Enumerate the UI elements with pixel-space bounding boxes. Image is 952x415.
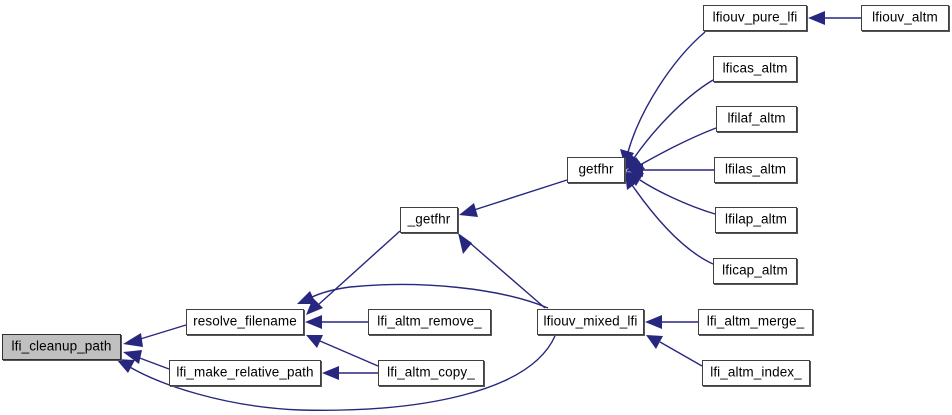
edge-_getfhr-to-resolve_filename [306, 230, 401, 315]
graph-node-lficap_altm[interactable]: lficap_altm [713, 258, 797, 284]
edge-lfi_make_relative_path-to-lfi_cleanup_path [123, 350, 170, 370]
graph-node-label: lfilas_altm [724, 161, 787, 177]
graph-node-lfi_altm_remove_[interactable]: lfi_altm_remove_ [368, 309, 491, 335]
graph-node-label: lfi_altm_index_ [710, 364, 802, 380]
graph-node-lfi_altm_merge_[interactable]: lfi_altm_merge_ [698, 309, 813, 335]
edge-lfi_altm_merge_-to-lfiouv_mixed_lfi [645, 315, 698, 329]
graph-node-label: lfilap_altm [725, 211, 787, 227]
graph-node-lfilaf_altm[interactable]: lfilaf_altm [716, 106, 797, 132]
graph-node-label: lfiouv_altm [872, 9, 938, 25]
edge-resolve_filename-to-lfi_cleanup_path [123, 324, 187, 347]
graph-node-label: lfi_altm_remove_ [377, 313, 482, 329]
graph-node-getfhr[interactable]: getfhr [567, 157, 625, 183]
graph-node-label: lfi_altm_copy_ [387, 364, 475, 380]
edge-lfiouv_altm-to-lfiouv_pure_lfi [808, 11, 861, 25]
graph-node-lfiouv_mixed_lfi[interactable]: lfiouv_mixed_lfi [537, 309, 644, 335]
graph-node-label: lficas_altm [722, 60, 788, 76]
graph-node-resolve_filename[interactable]: resolve_filename [186, 309, 304, 335]
edge-lfiouv_mixed_lfi-to-resolve_filename [297, 283, 549, 309]
graph-node-lfiouv_altm[interactable]: lfiouv_altm [861, 5, 949, 31]
graph-node-lfi_cleanup_path[interactable]: lfi_cleanup_path [2, 334, 121, 360]
edge-lfiouv_pure_lfi-to-getfhr [620, 31, 706, 167]
edge-lfi_altm_index_-to-lfiouv_mixed_lfi [646, 335, 703, 367]
edge-lfilap_altm-to-getfhr [626, 172, 716, 215]
edge-getfhr-to-_getfhr [459, 179, 568, 217]
graph-node-lfi_altm_index_[interactable]: lfi_altm_index_ [702, 360, 810, 386]
edge-lficas_altm-to-getfhr [625, 79, 714, 170]
graph-node-label: lficap_altm [722, 262, 788, 278]
graph-node-lfiouv_pure_lfi[interactable]: lfiouv_pure_lfi [703, 5, 807, 31]
edge-lfi_altm_remove_-to-resolve_filename [305, 315, 368, 329]
graph-node-label: lfi_make_relative_path [176, 364, 314, 380]
graph-node-lfilap_altm[interactable]: lfilap_altm [715, 207, 797, 233]
graph-node-label: _getfhr [407, 211, 451, 227]
graph-node-label: lfiouv_mixed_lfi [543, 313, 638, 329]
graph-node-lfi_make_relative_path[interactable]: lfi_make_relative_path [169, 360, 321, 386]
edge-lfi_altm_copy_-to-resolve_filename [306, 335, 379, 367]
edge-lficap_altm-to-getfhr [625, 172, 714, 265]
graph-node-label: lfiouv_pure_lfi [712, 9, 798, 25]
graph-node-lfilas_altm[interactable]: lfilas_altm [714, 157, 797, 183]
graph-node-label: lfilaf_altm [727, 110, 786, 126]
edge-lfiouv_mixed_lfi-to-lfi_cleanup_path [116, 335, 556, 411]
graph-node-label: getfhr [578, 161, 614, 177]
graph-node-lfi_altm_copy_[interactable]: lfi_altm_copy_ [378, 360, 484, 386]
graph-node-label: resolve_filename [193, 313, 297, 329]
graph-node-_getfhr[interactable]: _getfhr [400, 207, 458, 233]
graph-node-lficas_altm[interactable]: lficas_altm [713, 56, 797, 82]
graph-node-label: lfi_altm_merge_ [706, 313, 805, 329]
graph-node-label: lfi_cleanup_path [11, 338, 112, 354]
edge-lfi_altm_copy_-to-lfi_make_relative_path [322, 366, 378, 380]
edge-lfiouv_mixed_lfi-to-_getfhr [458, 233, 546, 309]
